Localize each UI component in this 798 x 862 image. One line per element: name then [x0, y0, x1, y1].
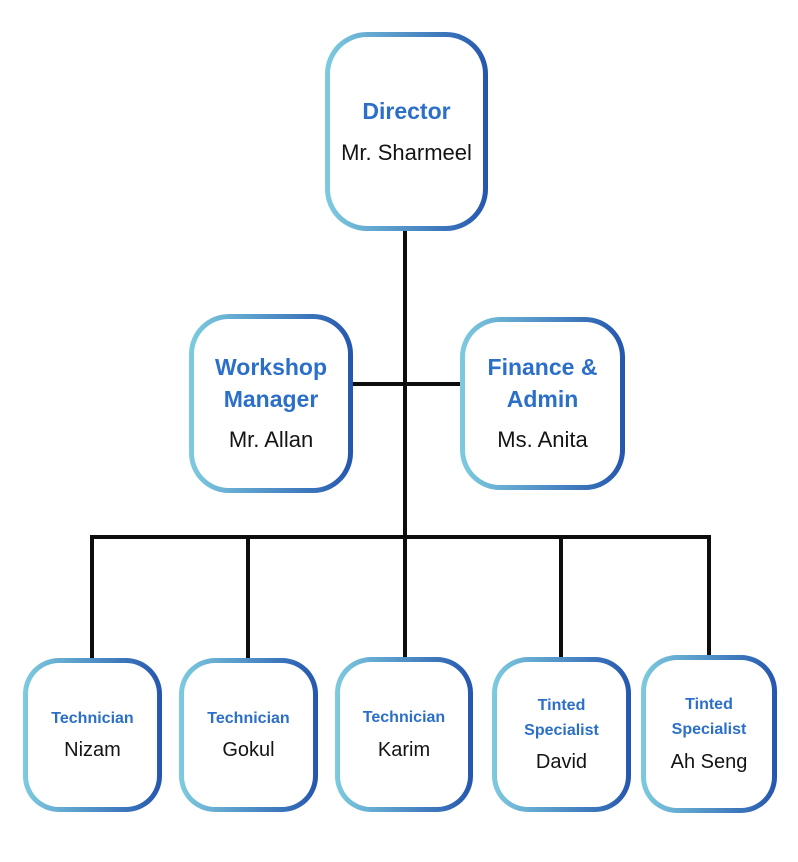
- org-node-technician-gokul-body: Technician Gokul: [184, 663, 313, 807]
- org-node-tinted-specialist-david-body: Tinted Specialist David: [497, 662, 626, 807]
- connector-stub-technician-1: [90, 535, 94, 659]
- person-name: Nizam: [64, 739, 121, 762]
- org-node-tinted-specialist-ahseng: Tinted Specialist Ah Seng: [641, 655, 777, 813]
- org-node-director: Director Mr. Sharmeel: [325, 32, 488, 231]
- role-title: Tinted Specialist: [524, 696, 599, 739]
- org-node-technician-karim-body: Technician Karim: [340, 662, 468, 807]
- connector-stub-technician-2: [246, 535, 250, 659]
- org-node-technician-gokul: Technician Gokul: [179, 658, 318, 812]
- connector-director-vertical: [403, 229, 407, 659]
- connector-staff-horizontal-bar: [90, 535, 711, 539]
- person-name: David: [535, 751, 588, 774]
- role-title: Workshop Manager: [214, 353, 328, 412]
- person-name: Ms. Anita: [497, 427, 588, 453]
- role-title: Technician: [207, 709, 290, 727]
- person-name: Mr. Sharmeel: [341, 139, 472, 165]
- person-name: Ah Seng: [670, 750, 748, 773]
- connector-stub-tinted-1: [559, 535, 563, 659]
- person-name: Mr. Allan: [228, 427, 314, 453]
- org-node-tinted-specialist-ahseng-body: Tinted Specialist Ah Seng: [646, 660, 772, 808]
- person-name: Karim: [377, 738, 431, 761]
- org-node-director-body: Director Mr. Sharmeel: [330, 37, 483, 226]
- role-title: Director: [362, 97, 451, 124]
- role-title: Finance & Admin: [487, 353, 598, 412]
- org-node-technician-nizam-body: Technician Nizam: [28, 663, 157, 807]
- org-node-tinted-specialist-david: Tinted Specialist David: [492, 657, 631, 812]
- org-node-workshop-manager: Workshop Manager Mr. Allan: [189, 314, 353, 493]
- role-title: Technician: [51, 709, 134, 727]
- org-node-finance-admin: Finance & Admin Ms. Anita: [460, 317, 625, 490]
- org-node-technician-karim: Technician Karim: [335, 657, 473, 812]
- org-node-workshop-manager-body: Workshop Manager Mr. Allan: [194, 319, 348, 488]
- connector-manager-finance-horizontal: [353, 382, 460, 386]
- org-node-technician-nizam: Technician Nizam: [23, 658, 162, 812]
- role-title: Technician: [362, 709, 446, 727]
- connector-stub-tinted-2: [707, 535, 711, 659]
- role-title: Tinted Specialist: [671, 696, 747, 738]
- person-name: Gokul: [222, 739, 275, 762]
- org-node-finance-admin-body: Finance & Admin Ms. Anita: [465, 322, 620, 485]
